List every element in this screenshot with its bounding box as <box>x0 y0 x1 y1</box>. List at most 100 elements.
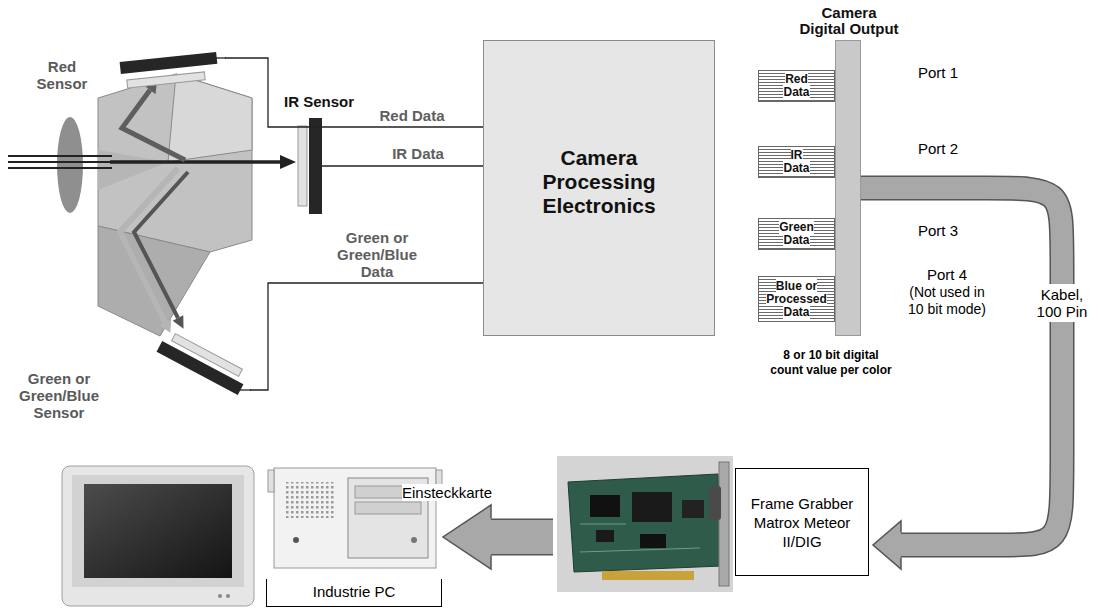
edge-connector <box>602 571 694 580</box>
edge-label-box: IR Data <box>392 145 444 162</box>
lens <box>57 117 83 213</box>
node-text: IR Sensor <box>284 93 354 110</box>
pc-picture <box>268 468 442 568</box>
sensor-chips <box>120 52 359 395</box>
edge-label: Green or Green/Blue Data <box>337 229 417 280</box>
sensor-chip <box>309 118 322 214</box>
power-led <box>293 537 299 543</box>
edge-label: Red Data <box>379 107 444 124</box>
ray <box>8 155 112 157</box>
connector <box>443 505 553 569</box>
trace <box>580 548 700 552</box>
text-box: IR Sensor <box>280 93 358 110</box>
port-label: Port 1 <box>918 64 958 81</box>
text-box: Camera Digital Output <box>798 5 900 37</box>
chip <box>640 534 666 548</box>
port-label: 8 or 10 bit digital count value per colo… <box>770 348 891 377</box>
edge-label: Einsteckkarte <box>402 484 492 501</box>
monitor-button <box>226 594 230 598</box>
arrow-head-outline <box>443 505 491 569</box>
text-box: Green or Green/Blue Sensor <box>15 370 103 421</box>
connector-line <box>491 520 553 554</box>
edge-label-box: Einsteckkarte <box>402 484 492 501</box>
pc-vent <box>284 482 334 518</box>
sensor: Red Sensor <box>30 40 225 104</box>
video-connector <box>709 486 721 520</box>
chip <box>632 492 672 522</box>
pc-chassis <box>274 468 436 568</box>
text-box: Camera Processing Electronics <box>524 146 674 218</box>
output-connector-bar: Camera Digital Output <box>835 40 861 336</box>
text-box: Blue or Processed Data <box>763 280 831 319</box>
node-text: Camera Processing Electronics <box>542 146 655 217</box>
wire <box>216 57 226 58</box>
door-lock <box>411 537 417 543</box>
chip <box>590 495 620 517</box>
connector-line <box>359 165 483 166</box>
port-label: (Not used in 10 bit mode) <box>908 284 986 317</box>
ray-head <box>173 315 184 328</box>
port-label: Port 4 <box>927 266 967 283</box>
node-text: IR Data <box>783 148 809 175</box>
text-box: Industrie PC <box>266 579 442 607</box>
edge-label-box: Red Data <box>379 107 444 124</box>
chip <box>596 530 614 542</box>
prism-lower <box>98 226 210 336</box>
chip <box>682 500 704 518</box>
trace <box>580 524 626 525</box>
prism <box>98 74 252 336</box>
arrow-head <box>873 521 901 569</box>
ray <box>8 167 112 169</box>
label-box: 8 or 10 bit digital count value per colo… <box>768 348 894 378</box>
monitor-button <box>218 594 222 598</box>
light-rays <box>8 80 296 333</box>
node-text: Industrie PC <box>313 583 396 600</box>
text-box: Green Data <box>775 221 819 247</box>
wire <box>240 389 251 390</box>
monitor-bezel <box>72 475 244 587</box>
node-text: Frame Grabber Matrox Meteor II/DIG <box>740 494 864 551</box>
connector <box>359 166 483 167</box>
text-box: IR Data <box>779 149 815 175</box>
ir-ray <box>110 160 282 164</box>
sensor-filter <box>298 126 307 206</box>
red-ray <box>122 90 185 160</box>
monitor-picture <box>62 466 254 606</box>
arrow-head-outline <box>873 521 901 569</box>
port-label: Port 3 <box>918 222 958 239</box>
connector <box>861 188 1062 569</box>
sensor: IR Sensor <box>280 92 359 216</box>
card-picture <box>557 456 733 592</box>
arrow-head <box>443 505 491 569</box>
circuit-board <box>568 474 722 572</box>
monitor-case <box>62 466 254 606</box>
ray <box>8 161 112 163</box>
label-box: (Not used in 10 bit mode) <box>902 284 992 318</box>
port-data-box: IR Data <box>758 146 835 178</box>
node-text: Blue or Processed Data <box>766 279 827 319</box>
edge-label: IR Data <box>392 145 444 162</box>
port-label: Port 2 <box>918 140 958 157</box>
edge-label-box: Kabel, 100 Pin <box>1031 284 1093 322</box>
prism-facet <box>168 74 252 162</box>
sensor-chip <box>157 341 244 395</box>
frame-grabber: Frame Grabber Matrox Meteor II/DIG <box>553 452 873 592</box>
connector <box>225 58 483 127</box>
node-text: Camera Digital Output <box>799 4 898 37</box>
wire <box>322 165 359 166</box>
node-text: Green or Green/Blue Sensor <box>19 370 99 421</box>
industrial-pc: Industrie PC <box>266 460 443 608</box>
blue-ray <box>134 172 188 318</box>
sensor-chip <box>120 52 218 74</box>
drive-bay <box>355 502 421 514</box>
sensor-filter <box>127 72 205 88</box>
edge-label-box: Green or Green/Blue Data <box>331 229 423 280</box>
ray-head <box>159 319 172 333</box>
rack-ear <box>268 470 274 492</box>
port-data-box: Red Data <box>758 70 835 102</box>
node-text: Red Sensor <box>37 58 88 92</box>
port-data-box: Blue or Processed Data <box>758 276 835 322</box>
port-data-box: Green Data <box>758 218 835 250</box>
text-box: Red Data <box>779 73 815 99</box>
